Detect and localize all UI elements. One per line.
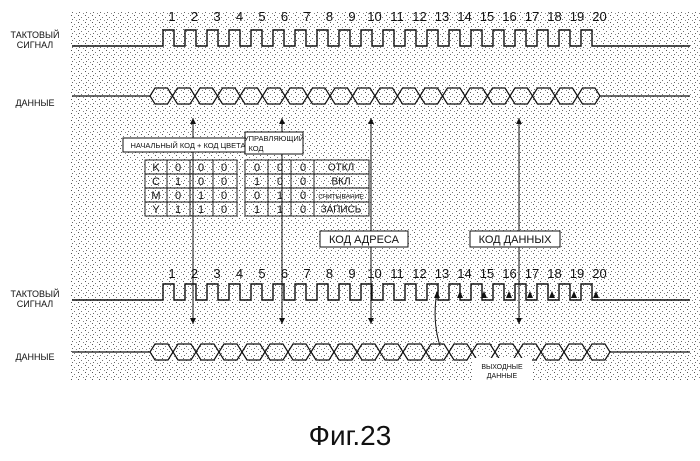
data-callout-text: КОД ДАННЫХ <box>479 234 553 246</box>
clock-number-bottom: 17 <box>525 266 539 281</box>
output-callout-line1: ВЫХОДНЫЕ <box>481 364 523 371</box>
clock-number-top: 20 <box>592 9 606 24</box>
clock-number-bottom: 12 <box>412 266 426 281</box>
clock-number-top: 9 <box>348 9 355 24</box>
clock-number-bottom: 7 <box>303 266 310 281</box>
clock-number-bottom: 11 <box>390 266 404 281</box>
color-table-bit: 0 <box>221 176 227 188</box>
control-table-label: ВКЛ <box>331 177 350 188</box>
clock-number-bottom: 10 <box>367 266 381 281</box>
control-table-label: СЧИТЫВАНИЕ <box>318 194 364 201</box>
output-callout-line2: ДАННЫЕ <box>487 373 518 380</box>
clock-number-bottom: 9 <box>348 266 355 281</box>
color-table-name: K <box>152 162 160 174</box>
control-table-bit: 1 <box>254 176 260 188</box>
code-tables: K000C100M010Y110000ОТКЛ100ВКЛ010СЧИТЫВАН… <box>145 160 369 216</box>
figure-caption: Фиг.23 <box>0 420 700 452</box>
color-table-bit: 0 <box>175 190 181 202</box>
clock-number-top: 17 <box>525 9 539 24</box>
color-table-bit: 0 <box>198 162 204 174</box>
start-color-callout-text: НАЧАЛЬНЫЙ КОД + КОД ЦВЕТА <box>131 141 246 150</box>
clock-bottom-label-line1: ТАКТОВЫЙ <box>2 289 68 299</box>
clock-number-top: 16 <box>502 9 516 24</box>
clock-number-top: 1 <box>168 9 175 24</box>
control-table-bit: 0 <box>277 162 283 174</box>
clock-number-bottom: 8 <box>326 266 333 281</box>
speckle-background <box>70 12 700 380</box>
control-table-label: ОТКЛ <box>328 163 354 174</box>
data-bottom-label: ДАННЫЕ <box>2 352 68 362</box>
color-table-name: M <box>151 190 160 202</box>
control-table-bit: 0 <box>300 176 306 188</box>
control-table-bit: 0 <box>254 162 260 174</box>
clock-number-bottom: 2 <box>191 266 198 281</box>
clock-number-top: 15 <box>480 9 494 24</box>
control-table-bit: 1 <box>254 204 260 216</box>
clock-number-bottom: 14 <box>457 266 471 281</box>
clock-number-bottom: 20 <box>592 266 606 281</box>
clock-top-label-line2: СИГНАЛ <box>2 40 68 50</box>
control-callout-line2: КОД <box>248 144 263 153</box>
clock-top-label-line1: ТАКТОВЫЙ <box>2 30 68 40</box>
clock-number-top: 12 <box>412 9 426 24</box>
data-top-label: ДАННЫЕ <box>2 98 68 108</box>
control-table-bit: 0 <box>300 162 306 174</box>
clock-number-top: 6 <box>281 9 288 24</box>
clock-number-bottom: 15 <box>480 266 494 281</box>
color-table-bit: 0 <box>221 190 227 202</box>
clock-number-top: 3 <box>213 9 220 24</box>
control-table-bit: 1 <box>277 190 283 202</box>
color-table-bit: 0 <box>221 162 227 174</box>
clock-number-bottom: 16 <box>502 266 516 281</box>
clock-number-top: 11 <box>390 9 404 24</box>
control-table-bit: 0 <box>300 190 306 202</box>
color-table-bit: 1 <box>175 204 181 216</box>
control-callout-line1: УПРАВЛЯЮЩИЙ <box>244 134 304 143</box>
color-table-bit: 0 <box>198 176 204 188</box>
color-table-bit: 1 <box>175 176 181 188</box>
color-table-name: C <box>152 176 160 188</box>
clock-number-top: 4 <box>236 9 243 24</box>
clock-number-bottom: 1 <box>168 266 175 281</box>
control-table-label: ЗАПИСЬ <box>321 205 362 216</box>
control-table-bit: 1 <box>277 204 283 216</box>
clock-number-top: 8 <box>326 9 333 24</box>
clock-number-bottom: 5 <box>258 266 265 281</box>
color-table-bit: 0 <box>221 204 227 216</box>
clock-number-bottom: 13 <box>435 266 449 281</box>
address-callout-text: КОД АДРЕСА <box>329 234 400 246</box>
clock-number-top: 10 <box>367 9 381 24</box>
color-table-bit: 1 <box>198 190 204 202</box>
control-table-bit: 0 <box>254 190 260 202</box>
control-table-bit: 0 <box>277 176 283 188</box>
clock-number-bottom: 18 <box>547 266 561 281</box>
clock-number-bottom: 6 <box>281 266 288 281</box>
clock-number-top: 13 <box>435 9 449 24</box>
clock-number-top: 14 <box>457 9 471 24</box>
clock-number-top: 5 <box>258 9 265 24</box>
clock-number-top: 7 <box>303 9 310 24</box>
clock-number-top: 2 <box>191 9 198 24</box>
clock-top-label: ТАКТОВЫЙ СИГНАЛ <box>2 30 68 50</box>
clock-number-top: 18 <box>547 9 561 24</box>
color-table-bit: 0 <box>175 162 181 174</box>
color-table-name: Y <box>152 204 160 216</box>
control-table-bit: 0 <box>300 204 306 216</box>
clock-bottom-label: ТАКТОВЫЙ СИГНАЛ <box>2 289 68 309</box>
clock-number-bottom: 3 <box>213 266 220 281</box>
clock-number-top: 19 <box>570 9 584 24</box>
clock-number-bottom: 19 <box>570 266 584 281</box>
color-table-bit: 1 <box>198 204 204 216</box>
clock-bottom-label-line2: СИГНАЛ <box>2 299 68 309</box>
clock-number-bottom: 4 <box>236 266 243 281</box>
